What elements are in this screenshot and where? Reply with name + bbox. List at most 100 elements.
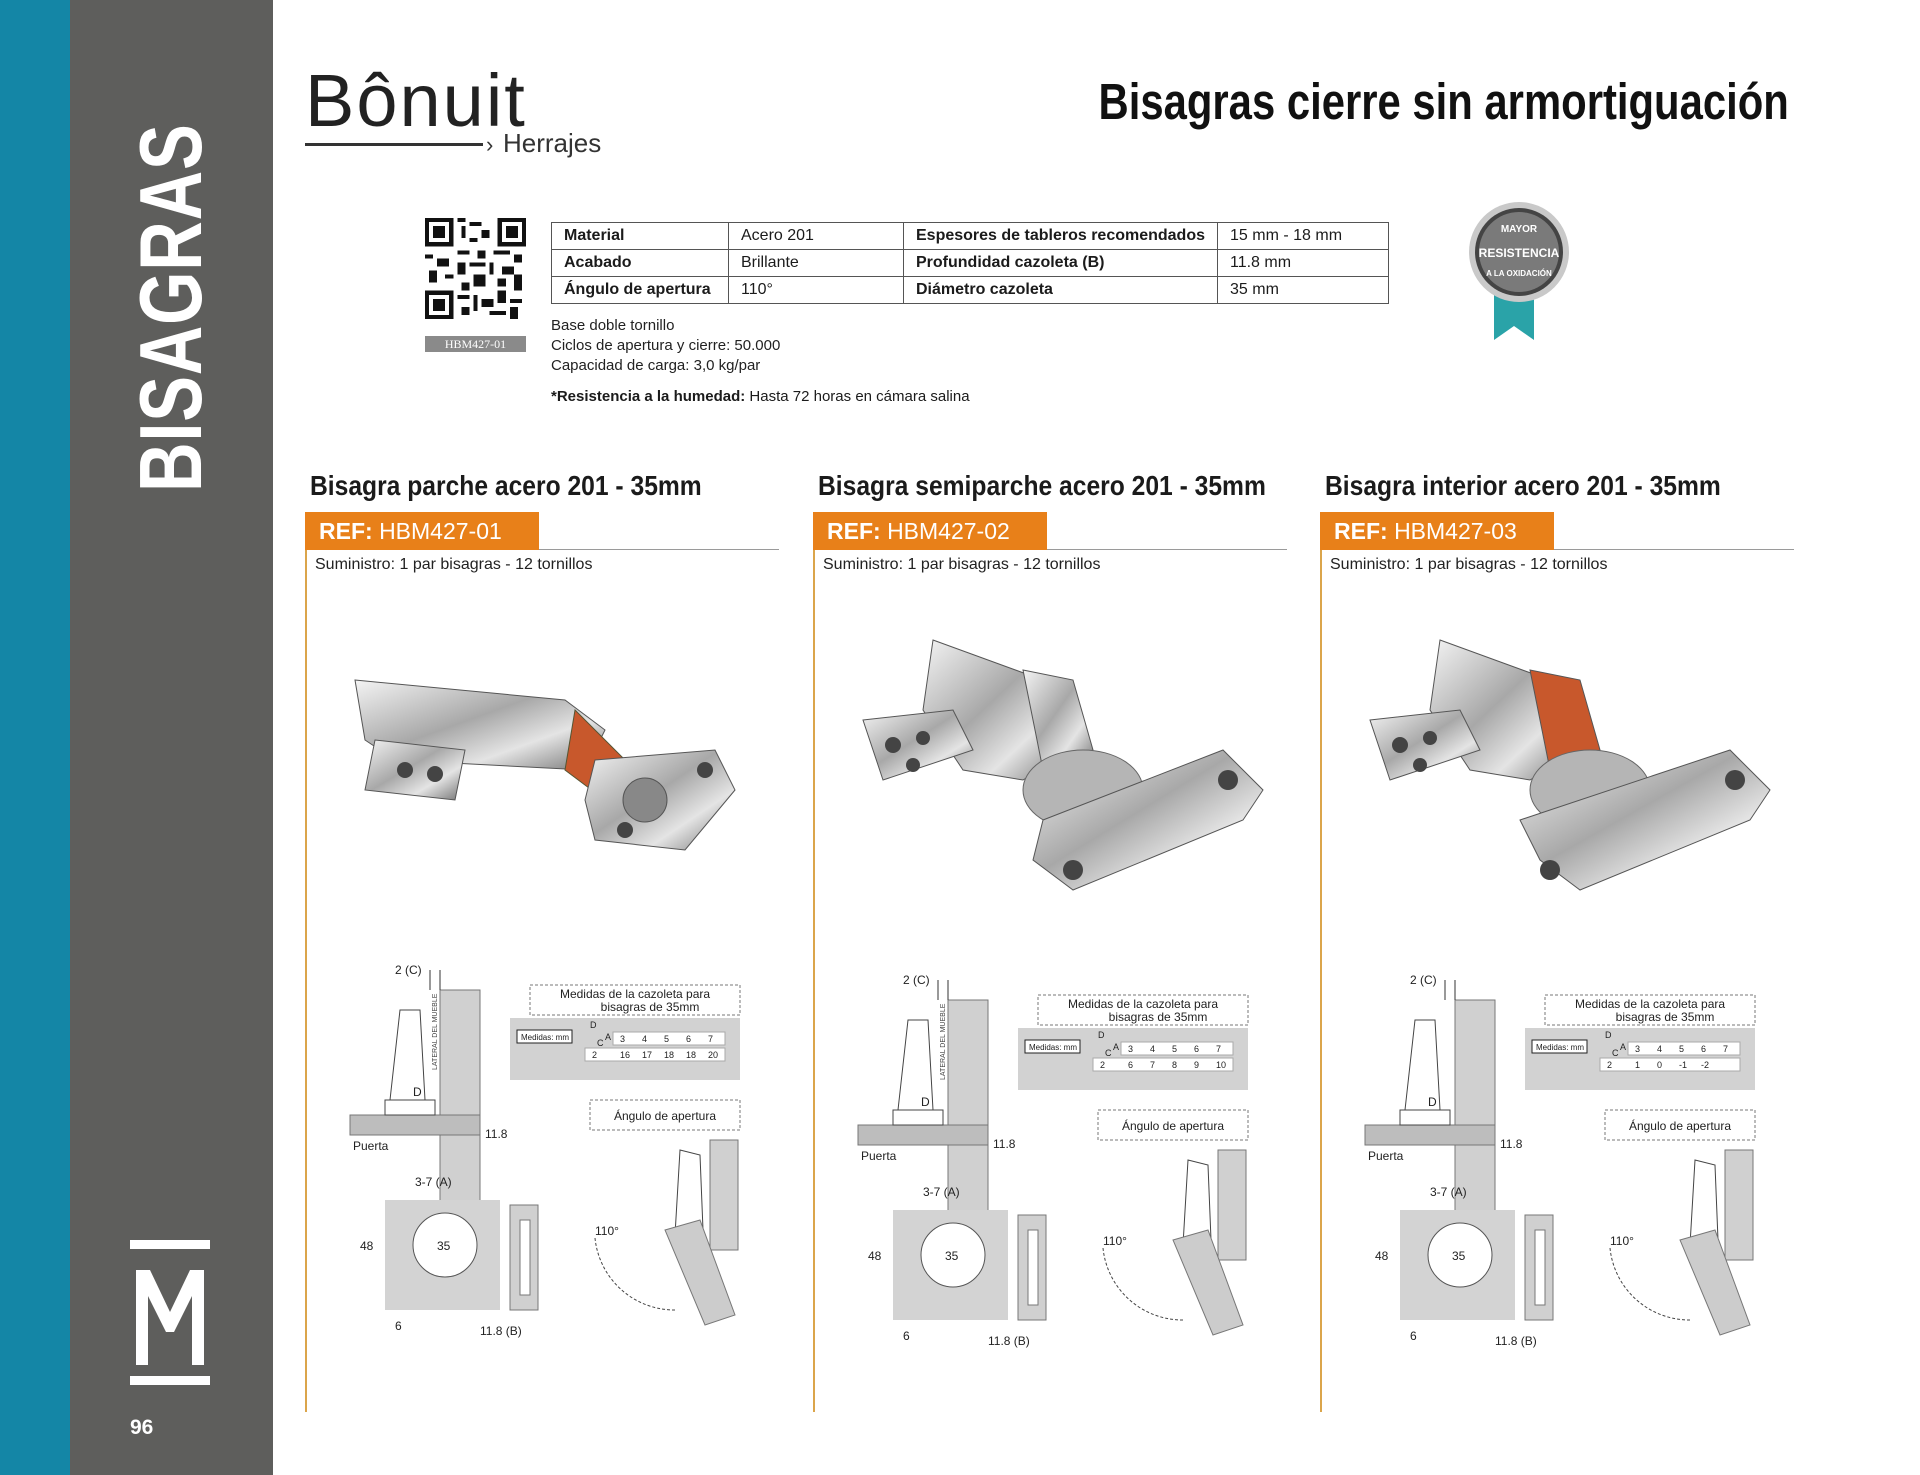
cup-table-title: bisagras de 35mm — [1616, 1010, 1715, 1024]
label-48: 48 — [360, 1239, 374, 1253]
label-lateral: LATERAL DEL MUEBLE — [940, 1003, 947, 1080]
angle-title: Ángulo de apertura — [614, 1108, 716, 1123]
cup-table-a: A — [605, 1032, 611, 1042]
cup-table-title: Medidas de la cazoleta para — [560, 987, 710, 1001]
brand-logo: Bônuit — [305, 59, 527, 142]
spec-note: Capacidad de carga: 3,0 kg/par — [551, 357, 761, 374]
cup-table-a-value: 3 — [620, 1034, 625, 1044]
label-d: D — [413, 1085, 422, 1099]
label-door: Puerta — [861, 1149, 897, 1163]
cup-table-a-value: 4 — [1150, 1044, 1155, 1054]
label-48: 48 — [868, 1249, 882, 1263]
spec-row: Acabado Brillante Profundidad cazoleta (… — [551, 249, 1389, 277]
angle-title: Ángulo de apertura — [1122, 1118, 1224, 1133]
label-6: 6 — [903, 1329, 910, 1343]
label-48: 48 — [1375, 1249, 1389, 1263]
label-depth: 11.8 — [485, 1127, 508, 1141]
label-6: 6 — [395, 1319, 402, 1333]
spec-value: Brillante — [728, 249, 904, 277]
chevron-right-icon: › — [486, 132, 494, 157]
brand-sub: Herrajes — [503, 128, 602, 158]
product-ref-badge: REF: HBM427-03 — [1320, 512, 1554, 550]
hinge-technical-diagram: 2 (C) D 11.8 Puerta 3-7 (A) 35 48 6 11.8… — [1364, 973, 1756, 1348]
spec-row: Ángulo de apertura 110° Diámetro cazolet… — [551, 276, 1389, 304]
cup-table-a: A — [1113, 1042, 1119, 1052]
qr-code-label: HBM427-01 — [425, 336, 526, 352]
cup-table-a-value: 3 — [1128, 1044, 1133, 1054]
cup-table-d-value: 6 — [1128, 1060, 1133, 1070]
label-b: 11.8 (B) — [988, 1334, 1030, 1348]
spec-note: Ciclos de apertura y cierre: 50.000 — [551, 337, 781, 354]
side-view: 2 (C) D 11.8 Puerta — [1364, 973, 1523, 1221]
cup-table-a-value: 7 — [1216, 1044, 1221, 1054]
cup-table-title: Medidas de la cazoleta para — [1575, 997, 1725, 1011]
hinge-technical-diagram: 2 (C) LATERAL DEL MUEBLE D 11.8 Puerta 3… — [349, 963, 741, 1338]
ref-divider — [539, 549, 779, 550]
label-c: 2 (C) — [395, 963, 422, 977]
label-d: D — [921, 1095, 930, 1109]
badge-text: RESISTENCIA — [1479, 246, 1560, 260]
product-title: Bisagra interior acero 201 - 35mm — [1325, 470, 1721, 501]
label-door: Puerta — [353, 1139, 389, 1153]
spec-table: Material Acero 201 Espesores de tableros… — [551, 222, 1389, 304]
spec-key: Diámetro cazoleta — [903, 276, 1218, 304]
cup-table-d: D — [1098, 1030, 1105, 1040]
cup-table-title: bisagras de 35mm — [1109, 1010, 1208, 1024]
cup-table-a-value: 7 — [1723, 1044, 1728, 1054]
cup-table-d-value: 0 — [1657, 1060, 1662, 1070]
column-divider — [1320, 550, 1322, 1412]
cup-measures-table: Medidas de la cazoleta para bisagras de … — [510, 984, 741, 1080]
spec-notes: Base doble tornillo Ciclos de apertura y… — [551, 316, 780, 376]
angle-value: 110° — [1103, 1234, 1127, 1248]
spec-key: Material — [551, 222, 729, 250]
label-a: 3-7 (A) — [415, 1175, 452, 1189]
spec-key: Acabado — [551, 249, 729, 277]
spec-key: Espesores de tableros recomendados — [903, 222, 1218, 250]
product-supply: Suministro: 1 par bisagras - 12 tornillo… — [823, 556, 1101, 573]
m-logo-icon — [130, 1240, 210, 1385]
cup-table-title: bisagras de 35mm — [601, 1000, 700, 1014]
spec-key: Ángulo de apertura — [551, 276, 729, 304]
humidity-note: *Resistencia a la humedad: Hasta 72 hora… — [551, 388, 970, 405]
cup-table-d-value: 18 — [686, 1050, 696, 1060]
ref-code: HBM427-03 — [1394, 518, 1517, 544]
cup-table-d-value: 16 — [620, 1050, 630, 1060]
label-lateral: LATERAL DEL MUEBLE — [432, 993, 439, 1070]
cup-table-d-value: 8 — [1172, 1060, 1177, 1070]
cup-table-a: A — [1620, 1042, 1626, 1052]
sidebar-blue-strip — [0, 0, 70, 1475]
label-cup: 35 — [1452, 1249, 1466, 1263]
cup-table-d: D — [590, 1020, 597, 1030]
label-a: 3-7 (A) — [1430, 1185, 1467, 1199]
cup-table-d-value: 10 — [1216, 1060, 1226, 1070]
spec-value: 15 mm - 18 mm — [1217, 222, 1389, 250]
spec-key: Profundidad cazoleta (B) — [903, 249, 1218, 277]
ref-label: REF: — [827, 518, 881, 544]
product-ref-badge: REF: HBM427-02 — [813, 512, 1047, 550]
cup-table-a-value: 4 — [1657, 1044, 1662, 1054]
hinge-photo — [862, 639, 1264, 891]
hinge-photo — [1369, 639, 1771, 891]
label-cup: 35 — [437, 1239, 451, 1253]
hinge-photo — [354, 679, 736, 851]
cup-view: 3-7 (A) 35 48 6 11.8 (B) — [868, 1185, 1047, 1348]
cup-table-c-value: 2 — [592, 1050, 597, 1060]
product-title: Bisagra semiparche acero 201 - 35mm — [818, 470, 1266, 501]
cup-table-d-value: 20 — [708, 1050, 718, 1060]
cup-table-a-value: 7 — [708, 1034, 713, 1044]
ref-divider — [1047, 549, 1287, 550]
cup-table-unit: Medidas: mm — [521, 1033, 569, 1042]
humidity-value: Hasta 72 horas en cámara salina — [749, 388, 970, 405]
brand-logo-underline — [305, 143, 483, 146]
opening-angle-view: Ángulo de apertura 110° — [589, 1099, 741, 1326]
cup-table-c-value: 2 — [1100, 1060, 1105, 1070]
cup-measures-table: Medidas de la cazoleta para bisagras de … — [1525, 994, 1756, 1090]
ref-code: HBM427-01 — [379, 518, 502, 544]
label-depth: 11.8 — [993, 1137, 1016, 1151]
cup-table-a-value: 5 — [664, 1034, 669, 1044]
cup-table-a-value: 5 — [1679, 1044, 1684, 1054]
product-title: Bisagra parche acero 201 - 35mm — [310, 470, 702, 501]
cup-table-d-value: 18 — [664, 1050, 674, 1060]
opening-angle-view: Ángulo de apertura 110° — [1097, 1109, 1249, 1336]
angle-value: 110° — [1610, 1234, 1634, 1248]
